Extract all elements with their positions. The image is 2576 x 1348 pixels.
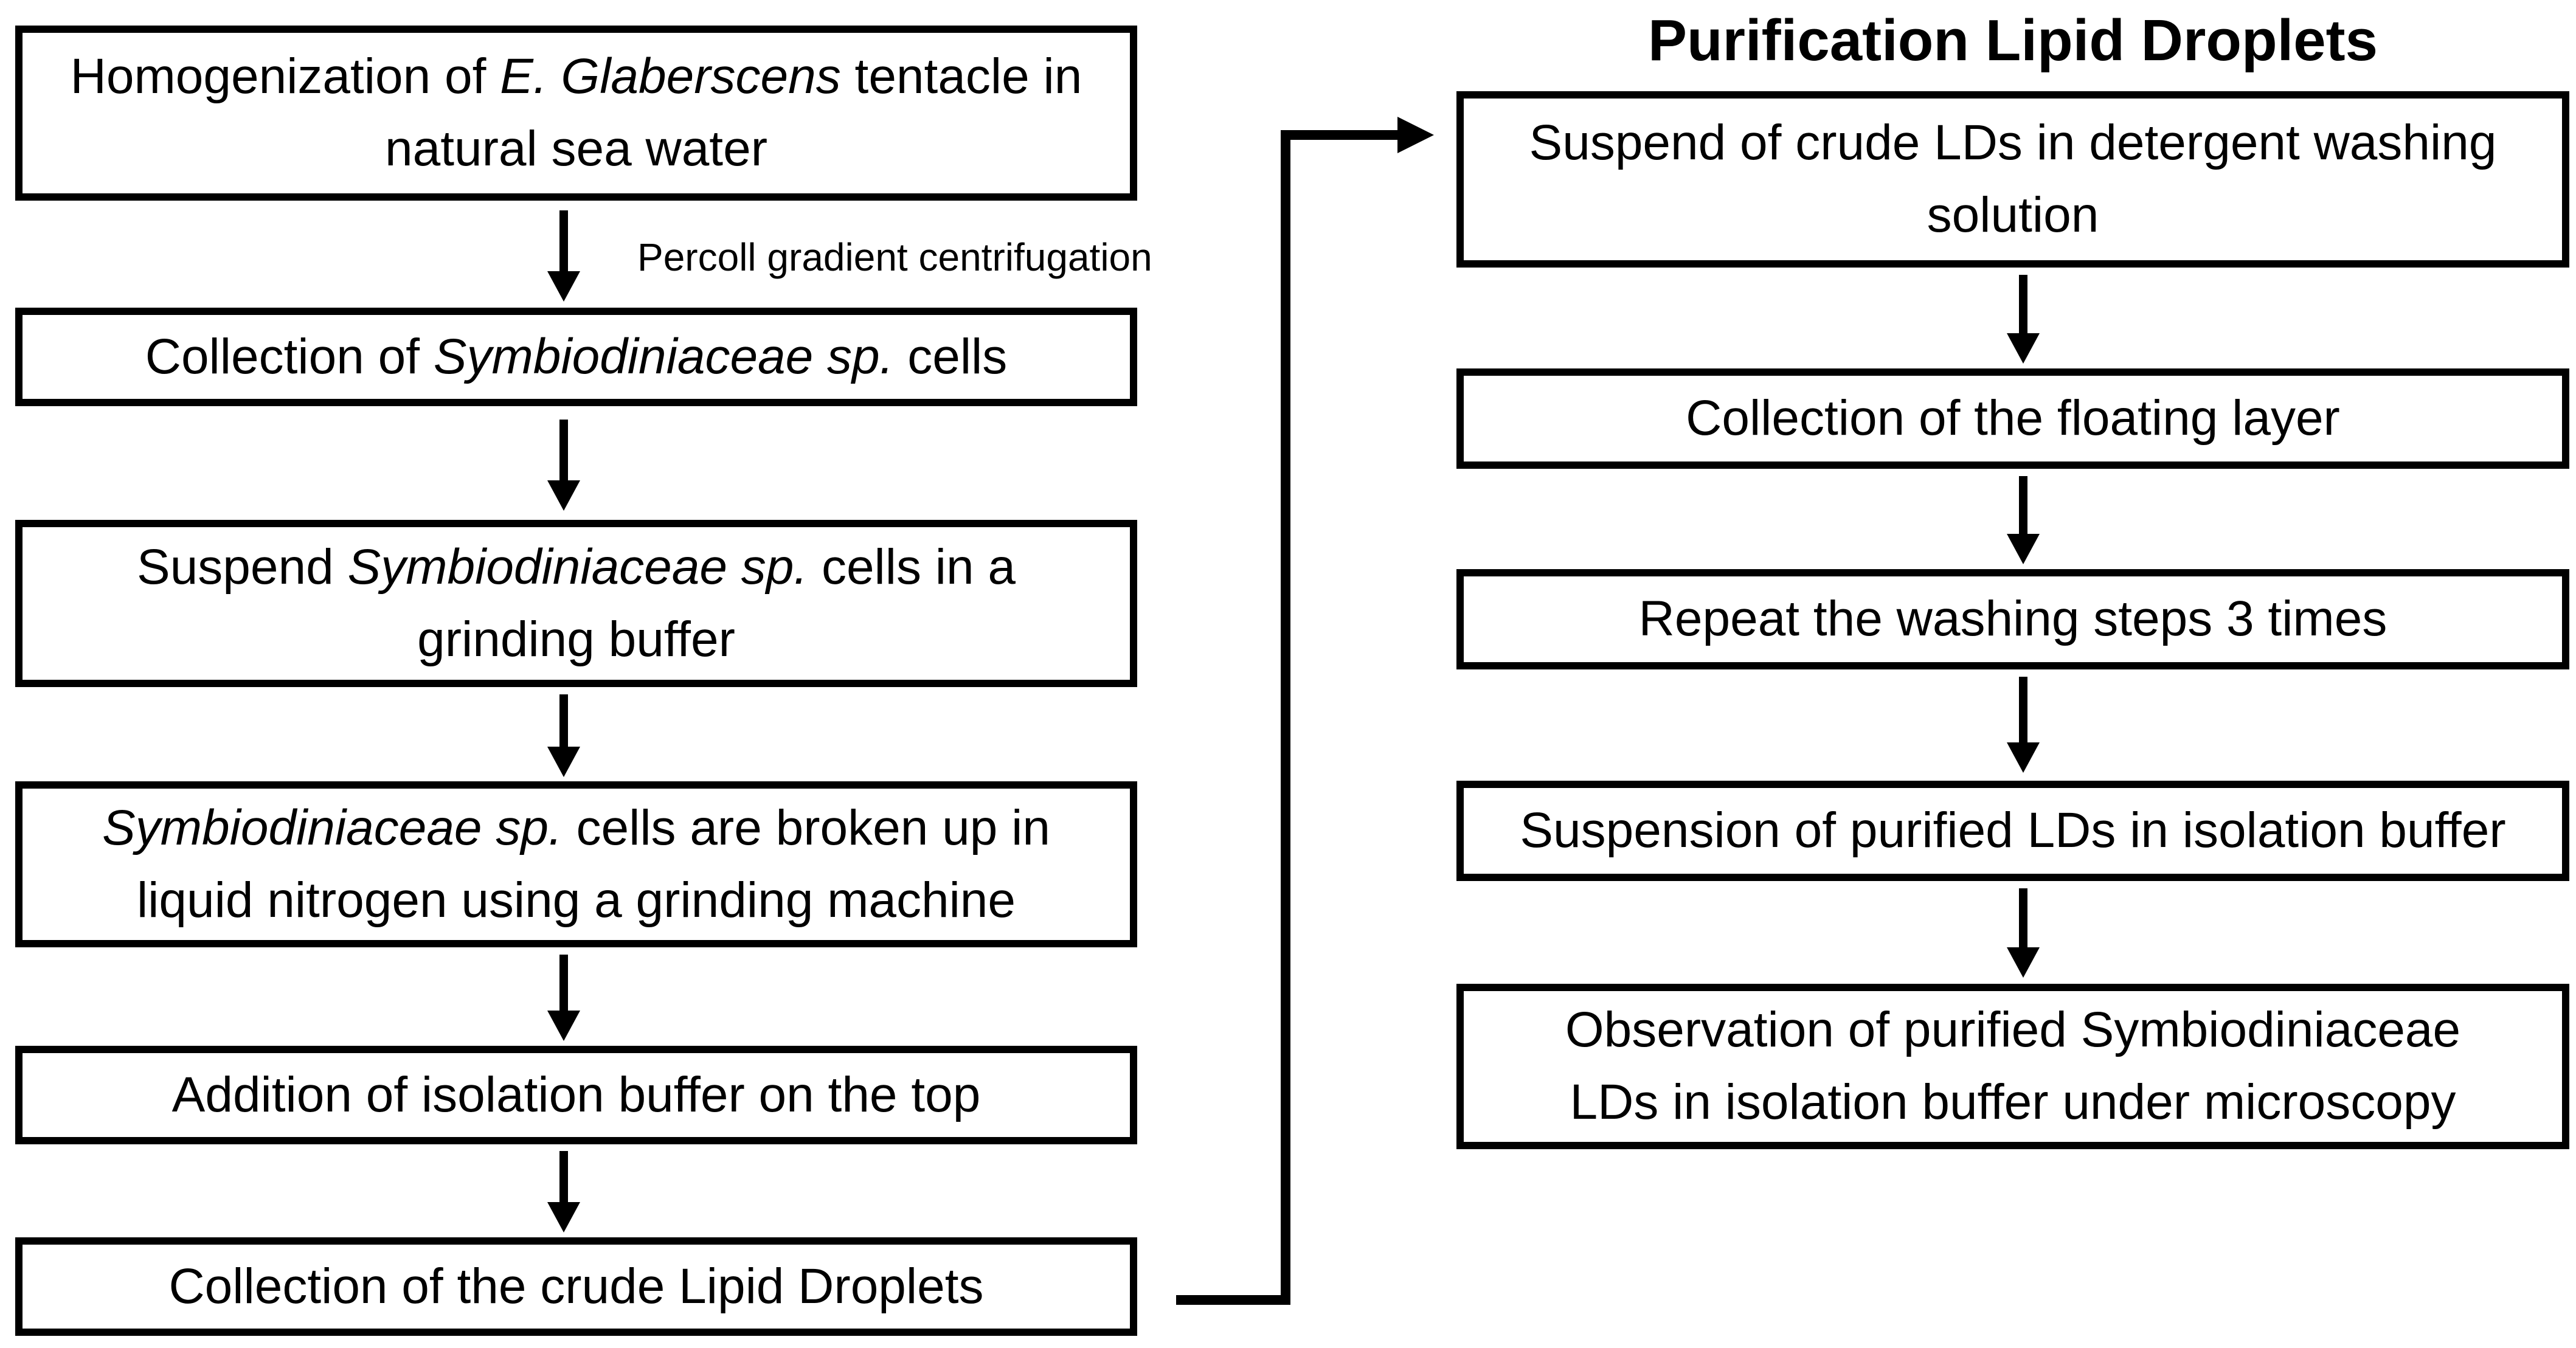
arrow-head bbox=[547, 271, 580, 302]
arrow-down-icon bbox=[547, 694, 580, 777]
arrow-shaft bbox=[2019, 476, 2027, 535]
purification-title: Purification Lipid Droplets bbox=[1647, 8, 2378, 73]
arrow-down-icon bbox=[547, 210, 580, 302]
flow-box-text: Addition of isolation buffer on the top bbox=[171, 1066, 981, 1122]
flow-box-homogenization: Homogenization of E. Glaberscens tentacl… bbox=[15, 26, 1137, 201]
connector-line-vertical bbox=[1281, 130, 1290, 1305]
arrow-head bbox=[547, 747, 580, 777]
arrow-head bbox=[2007, 534, 2040, 564]
flow-box-text: Suspend of crude LDs in detergent washin… bbox=[1529, 115, 2497, 243]
arrow-shaft bbox=[559, 420, 568, 482]
arrow-shaft bbox=[2019, 677, 2027, 744]
arrow-shaft bbox=[2019, 888, 2027, 949]
arrow-right-icon bbox=[1397, 117, 1434, 153]
arrow-down-icon bbox=[2007, 476, 2040, 564]
flow-box-suspension-purified-lds: Suspension of purified LDs in isolation … bbox=[1456, 781, 2569, 881]
arrow-shaft bbox=[559, 1151, 568, 1203]
percoll-centrifugation-label: Percoll gradient centrifugation bbox=[637, 235, 1152, 279]
flow-box-text: Collection of Symbiodiniaceae sp. cells bbox=[145, 328, 1008, 384]
flow-box-collection-floating-layer: Collection of the floating layer bbox=[1456, 368, 2569, 469]
arrow-down-icon bbox=[2007, 677, 2040, 773]
flow-box-text: Collection of the floating layer bbox=[1686, 390, 2340, 446]
arrow-head bbox=[547, 480, 580, 511]
flow-box-break-cells: Symbiodiniaceae sp. cells are broken up … bbox=[15, 781, 1137, 947]
flow-box-text: Homogenization of E. Glaberscens tentacl… bbox=[70, 49, 1082, 176]
connector-line-top bbox=[1281, 130, 1400, 140]
arrow-head bbox=[547, 1011, 580, 1041]
arrow-down-icon bbox=[2007, 888, 2040, 978]
flow-box-collection-cells: Collection of Symbiodiniaceae sp. cells bbox=[15, 308, 1137, 406]
connector-line-bottom bbox=[1176, 1295, 1290, 1305]
arrow-down-icon bbox=[547, 420, 580, 511]
flow-box-collection-crude-lds: Collection of the crude Lipid Droplets bbox=[15, 1237, 1137, 1336]
flow-box-addition-buffer: Addition of isolation buffer on the top bbox=[15, 1046, 1137, 1144]
arrow-shaft bbox=[559, 694, 568, 748]
flow-box-text: Collection of the crude Lipid Droplets bbox=[168, 1258, 984, 1314]
arrow-down-icon bbox=[2007, 275, 2040, 364]
arrow-head bbox=[547, 1202, 580, 1232]
arrow-shaft bbox=[2019, 275, 2027, 334]
flow-box-text: Repeat the washing steps 3 times bbox=[1638, 591, 2387, 647]
flow-box-suspend-crude-lds: Suspend of crude LDs in detergent washin… bbox=[1456, 91, 2569, 268]
flow-box-repeat-washing: Repeat the washing steps 3 times bbox=[1456, 569, 2569, 669]
arrow-shaft bbox=[559, 955, 568, 1012]
flow-box-text: Suspension of purified LDs in isolation … bbox=[1520, 803, 2506, 859]
arrow-head bbox=[2007, 333, 2040, 364]
arrow-down-icon bbox=[547, 955, 580, 1041]
flow-box-text: Symbiodiniaceae sp. cells are broken up … bbox=[102, 800, 1050, 928]
arrow-shaft bbox=[559, 210, 568, 272]
arrow-head bbox=[2007, 947, 2040, 978]
arrow-down-icon bbox=[547, 1151, 580, 1232]
arrow-head bbox=[2007, 742, 2040, 773]
